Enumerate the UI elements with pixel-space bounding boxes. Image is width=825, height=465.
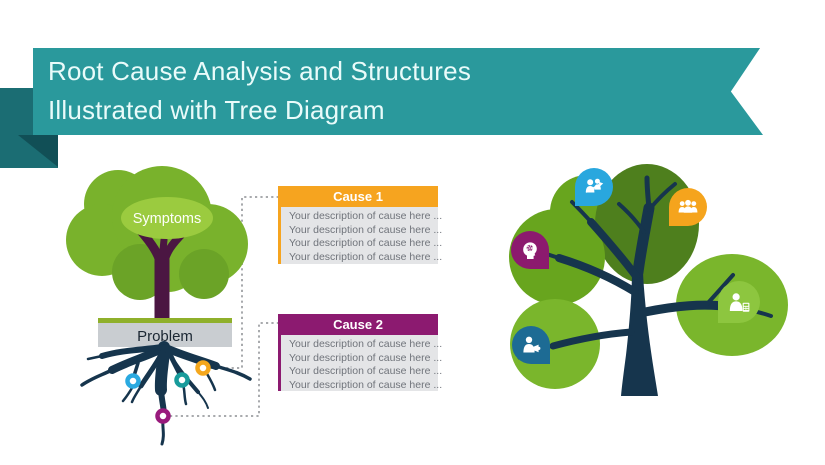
- page-title-line2: Illustrated with Tree Diagram: [48, 95, 385, 125]
- cause1-description-line: Your description of cause here ...: [289, 223, 443, 236]
- cause1-box: Cause 1 Your description of cause here .…: [278, 186, 443, 264]
- cause1-description-line: Your description of cause here ...: [289, 237, 443, 249]
- cause1-body: Your description of cause here ... Your …: [278, 207, 443, 264]
- cause2-body: Your description of cause here ... Your …: [278, 335, 443, 391]
- person-megaphone-icon: [512, 326, 550, 364]
- right-tree-branches: [517, 175, 773, 360]
- cause1-description-line: Your description of cause here ...: [289, 210, 443, 222]
- right-tree-trunk: [621, 268, 658, 396]
- cause2-description-line: Your description of cause here ...: [289, 351, 443, 364]
- blue-root-marker: [125, 373, 141, 389]
- symptom-problem-tree: Symptoms Problem: [66, 166, 252, 446]
- symptoms-ellipse: [121, 197, 213, 239]
- person-calculator-icon: [718, 281, 760, 323]
- title-ribbon: Root Cause Analysis and Structures Illus…: [33, 48, 763, 135]
- problem-label: Problem: [137, 328, 193, 345]
- team-group-icon: [669, 188, 707, 226]
- cause2-description-line: Your description of cause here ...: [289, 378, 443, 391]
- symptoms-label: Symptoms: [133, 211, 202, 227]
- cause2-description-line: Your description of cause here ...: [289, 338, 443, 350]
- team-growth-icon: [575, 168, 613, 206]
- cause2-description-line: Your description of cause here ...: [289, 365, 443, 377]
- decorative-icon-tree: [509, 164, 788, 396]
- page-title: Root Cause Analysis and Structures Illus…: [33, 48, 763, 130]
- teal-root-marker: [174, 372, 190, 388]
- orange-root-marker: [195, 360, 211, 376]
- cause2-header: Cause 2: [278, 314, 438, 335]
- cause2-box: Cause 2 Your description of cause here .…: [278, 314, 443, 391]
- purple-root-marker: [155, 408, 171, 424]
- thinking-head-gear-icon: [511, 231, 549, 269]
- left-tree-roots: [80, 341, 252, 446]
- ground-stripe: [98, 318, 232, 323]
- cause1-description-line: Your description of cause here ...: [289, 250, 443, 263]
- page-title-line1: Root Cause Analysis and Structures: [48, 56, 472, 86]
- cause1-header: Cause 1: [278, 186, 438, 207]
